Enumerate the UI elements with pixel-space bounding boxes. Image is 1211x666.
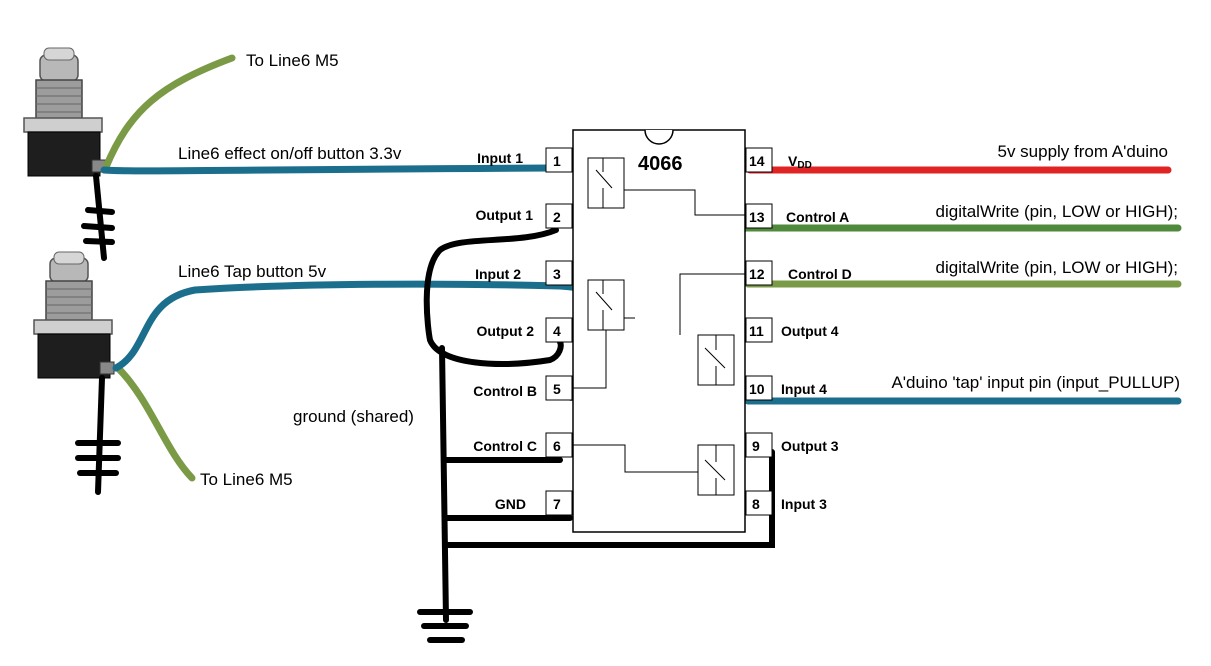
ground-symbol-main bbox=[417, 609, 473, 643]
label-digital-write-d: digitalWrite (pin, LOW or HIGH); bbox=[936, 258, 1178, 277]
svg-text:3: 3 bbox=[553, 266, 561, 282]
pin-7: 7 bbox=[545, 490, 573, 516]
label-input-3: Input 3 bbox=[781, 496, 827, 512]
label-input-2: Input 2 bbox=[475, 266, 521, 282]
label-input-1: Input 1 bbox=[477, 150, 523, 166]
internal-switch-3 bbox=[573, 444, 735, 496]
label-effect-button: Line6 effect on/off button 3.3v bbox=[178, 144, 402, 163]
pin-3: 3 bbox=[545, 260, 573, 286]
svg-text:11: 11 bbox=[749, 323, 764, 339]
label-input-4: Input 4 bbox=[781, 381, 827, 397]
pin-8: 8 bbox=[745, 490, 773, 516]
wire-to-m5-bottom bbox=[114, 364, 196, 482]
label-vdd: VDD bbox=[788, 153, 812, 171]
label-control-d: Control D bbox=[788, 266, 852, 282]
svg-text:1: 1 bbox=[553, 153, 561, 169]
shared-ground-network bbox=[423, 227, 775, 623]
label-digital-write-a: digitalWrite (pin, LOW or HIGH); bbox=[936, 202, 1178, 221]
footswitch-bottom bbox=[33, 251, 115, 379]
label-ground-shared: ground (shared) bbox=[293, 407, 414, 426]
label-control-c: Control C bbox=[473, 438, 537, 454]
pin-6: 6 bbox=[545, 432, 573, 458]
pin-10: 10 bbox=[745, 375, 773, 401]
wire-to-m5-top bbox=[102, 54, 236, 171]
label-gnd: GND bbox=[495, 496, 526, 512]
svg-text:12: 12 bbox=[749, 266, 765, 282]
label-to-m5-top: To Line6 M5 bbox=[246, 51, 339, 70]
label-vdd-sub: DD bbox=[797, 160, 811, 171]
pin-13: 13 bbox=[745, 203, 773, 229]
label-vdd-main: V bbox=[788, 153, 798, 169]
label-output-3: Output 3 bbox=[781, 438, 839, 454]
footswitch-top bbox=[23, 47, 107, 177]
internal-switch-4 bbox=[679, 273, 745, 386]
pin-12: 12 bbox=[745, 260, 773, 286]
wire-effect-button bbox=[100, 164, 556, 175]
svg-text:2: 2 bbox=[553, 209, 561, 225]
pin-1: 1 bbox=[545, 147, 573, 173]
label-control-b: Control B bbox=[473, 383, 537, 399]
pin-14: 14 bbox=[745, 147, 773, 173]
svg-text:9: 9 bbox=[752, 438, 760, 454]
label-control-a: Control A bbox=[786, 209, 849, 225]
label-to-m5-bottom: To Line6 M5 bbox=[200, 470, 293, 489]
pin-9: 9 bbox=[745, 432, 773, 458]
label-tap-button: Line6 Tap button 5v bbox=[178, 262, 327, 281]
label-output-4: Output 4 bbox=[781, 323, 839, 339]
label-tap-input: A'duino 'tap' input pin (input_PULLUP) bbox=[891, 373, 1180, 392]
pin-5: 5 bbox=[545, 375, 573, 401]
svg-text:13: 13 bbox=[749, 209, 765, 225]
svg-text:5: 5 bbox=[553, 381, 561, 397]
label-supply: 5v supply from A'duino bbox=[997, 142, 1168, 161]
label-output-1: Output 1 bbox=[475, 207, 533, 223]
chip-4066: 4066 bbox=[545, 129, 773, 533]
svg-text:10: 10 bbox=[749, 381, 765, 397]
svg-text:8: 8 bbox=[752, 496, 760, 512]
chip-name: 4066 bbox=[638, 153, 683, 175]
internal-switch-1 bbox=[587, 157, 745, 216]
svg-text:4: 4 bbox=[553, 323, 561, 339]
ground-symbol-switch-top bbox=[81, 173, 115, 261]
svg-text:7: 7 bbox=[553, 496, 561, 512]
pin-11: 11 bbox=[745, 317, 773, 343]
svg-text:14: 14 bbox=[749, 153, 765, 169]
pin-4: 4 bbox=[545, 317, 573, 343]
svg-text:6: 6 bbox=[553, 438, 561, 454]
pin-2: 2 bbox=[545, 203, 573, 229]
ground-symbol-switch-bottom bbox=[75, 375, 121, 495]
label-output-2: Output 2 bbox=[476, 323, 534, 339]
internal-switch-2 bbox=[573, 279, 635, 389]
